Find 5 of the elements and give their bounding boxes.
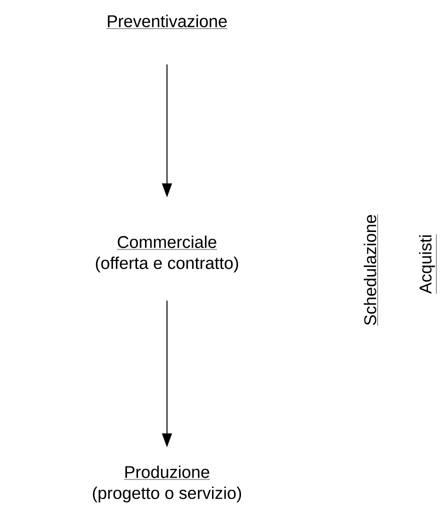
vertical-label: Acquisti bbox=[419, 234, 437, 294]
heading-text: Preventivazione bbox=[106, 14, 228, 29]
heading-text: Commerciale (offerta e contratto) bbox=[96, 236, 238, 272]
heading-text: Produzione (progetto o servizio) bbox=[92, 466, 242, 502]
vertical-label: Schedulazione bbox=[364, 214, 378, 326]
